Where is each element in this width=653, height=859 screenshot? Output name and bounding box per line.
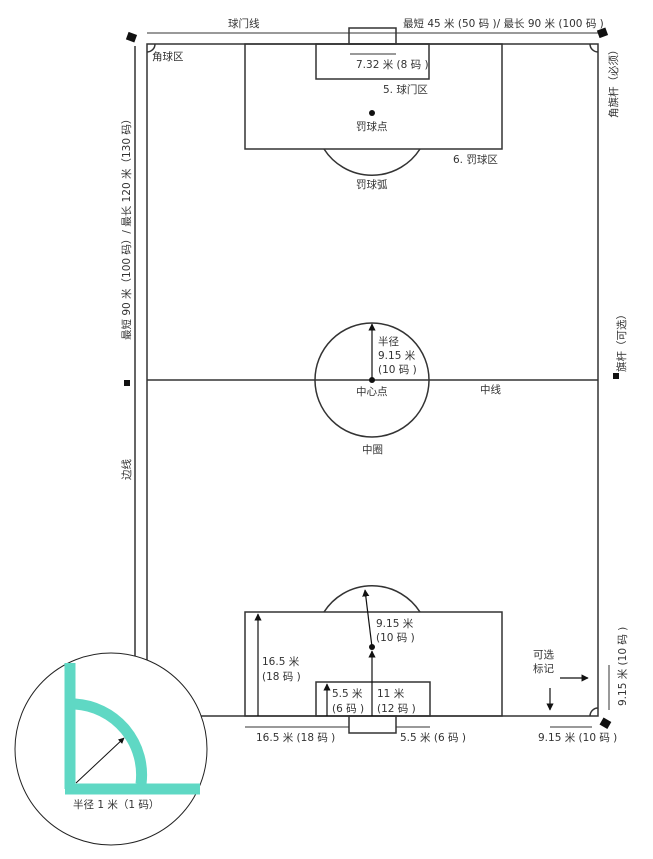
corner-flag-label: 角旗杆（必须） [607,45,620,119]
length-range-label: 最短 90 米（100 码）/ 最长 120 米（130 码） [120,114,133,340]
radius-label: 半径 [378,335,399,348]
goal-area-label: 5. 球门区 [383,83,428,96]
ga-depth-m-label: 5.5 米 [332,687,363,700]
penalty-area-label: 6. 罚球区 [453,153,498,166]
corner-mark-h-label: 9.15 米 (10 码 ) [538,731,617,744]
corner-mark-v-label: 9.15 米 (10 码 ) [616,627,629,706]
corner-flag-icon [599,717,612,729]
corner-area-label: 角球区 [152,50,184,63]
center-circle-label: 中圈 [362,443,383,456]
top-penalty-arc [323,148,421,176]
ga-depth-yd-label: (6 码 ) [332,703,364,715]
center-circle [314,322,430,438]
optional-mark-label-2: 标记 [533,663,554,675]
bottom-penalty-arc [323,585,421,613]
center-spot [369,377,375,383]
penalty-arc-label: 罚球弧 [356,178,388,191]
top-penalty-spot [369,110,375,116]
ga-width-label: 5.5 米 (6 码 ) [400,731,466,744]
corner-radius-label: 半径 1 米（1 码） [73,798,159,811]
halfway-line-label: 中线 [480,383,501,396]
corner-detail-circle [14,652,208,846]
goal-line-label: 球门线 [228,17,260,30]
spot-dist-m-label: 11 米 [377,687,405,700]
corner-flag-icon [125,31,138,43]
bottom-goal [348,715,397,734]
spot-dist-yd-label: (12 码 ) [377,703,416,715]
radius-m-label: 9.15 米 [378,349,416,362]
halfway-flag-label: 旗杆（可选） [615,309,628,372]
optional-mark-label: 可选 [533,648,554,661]
goal-width-label: 7.32 米 (8 码 ) [356,58,429,71]
pa-depth-yd-label: (18 码 ) [262,671,301,683]
pa-width-label: 16.5 米 (18 码 ) [256,731,335,744]
width-range-label: 最短 45 米 (50 码 )/ 最长 90 米 (100 码 ) [403,17,604,30]
corner-detail-markings [64,663,200,795]
penalty-spot-label: 罚球点 [356,120,388,133]
arc-yd-label: (10 码 ) [376,632,415,644]
top-goal [348,27,397,45]
arc-m-label: 9.15 米 [376,617,414,630]
halfway-flag-icon [613,373,619,379]
touch-line-label: 边线 [120,459,133,480]
halfway-flag-icon [124,380,130,386]
radius-yd-label: (10 码 ) [378,364,417,376]
corner-flag-icon [596,27,609,39]
center-spot-label: 中心点 [356,385,388,398]
pa-depth-m-label: 16.5 米 [262,655,300,668]
bottom-penalty-spot [369,644,375,650]
